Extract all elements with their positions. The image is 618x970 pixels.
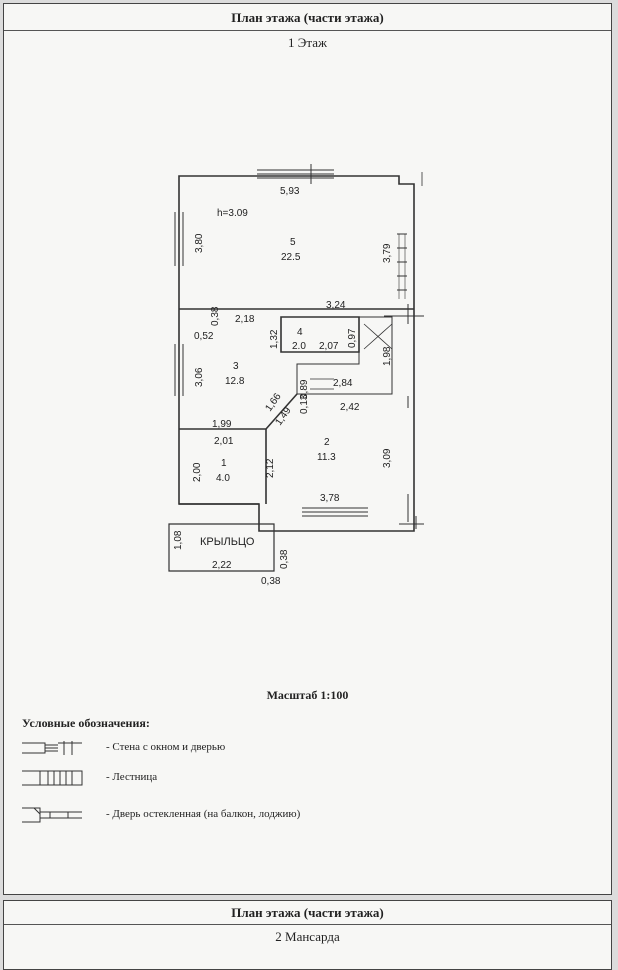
dim-label: 2,07: [319, 341, 339, 352]
room-area: 4.0: [216, 473, 230, 484]
dim-label: 0,89: [299, 379, 310, 399]
room-area: 12.8: [225, 376, 245, 387]
dim-label: 0,52: [194, 331, 214, 342]
glazed-door-icon: [22, 807, 82, 823]
plan-sheet-1: План этажа (части этажа) 1 Этаж: [3, 3, 612, 895]
dim-label: 3,79: [382, 243, 393, 263]
dim-label: 1,08: [173, 530, 184, 550]
floor-plan-drawing: 5,93 h=3.09 3,80 3,79 5 22.5 3,24 2,18 0…: [168, 164, 424, 587]
dim-label: 1,49: [273, 405, 293, 428]
legend-label: - Лестница: [106, 771, 158, 783]
porch-label: КРЫЛЬЦО: [200, 536, 255, 548]
legend-title: Условные обозначения:: [22, 716, 150, 730]
legend-item-wall: - Стена с окном и дверью: [20, 737, 225, 759]
floor-label: 1 Этаж: [288, 35, 327, 50]
dim-label: 2,18: [235, 314, 255, 325]
dim-label: 2,84: [333, 378, 353, 389]
dim-label: 1,99: [212, 419, 232, 430]
dim-label: 3,24: [326, 300, 346, 311]
wall-window-door-icon: [22, 741, 82, 755]
dim-label: 0,38: [210, 306, 221, 326]
dim-label: 3,09: [382, 448, 393, 468]
plan-sheet-2: План этажа (части этажа) 2 Мансарда: [3, 900, 612, 970]
dim-label: 2,00: [192, 462, 203, 482]
dim-label: 3,80: [194, 233, 205, 253]
dim-label: 5,93: [280, 186, 300, 197]
room-area: 11.3: [317, 452, 336, 463]
room-area: 2.0: [292, 341, 306, 352]
dim-label: 2,42: [340, 402, 360, 413]
dim-label: 0,38: [261, 576, 281, 587]
dim-label: 0,97: [347, 328, 358, 348]
room-number: 4: [297, 327, 303, 338]
dim-label: 0,13: [299, 394, 310, 414]
dim-label: 0,38: [279, 549, 290, 569]
floor-label: 2 Мансарда: [275, 929, 340, 944]
legend-item-stairs: - Лестница: [20, 767, 157, 789]
dim-label: 1,32: [269, 329, 280, 349]
dim-label: 2,22: [212, 560, 232, 571]
divider: [4, 924, 611, 925]
legend-label: - Стена с окном и дверью: [106, 741, 226, 753]
room-area: 22.5: [281, 252, 301, 263]
room-number: 2: [324, 437, 330, 448]
ceiling-height: h=3.09: [217, 208, 248, 219]
sheet-title: План этажа (части этажа): [231, 905, 384, 920]
divider: [4, 30, 611, 31]
legend-label: - Дверь остекленная (на балкон, лоджию): [106, 808, 301, 820]
room-number: 1: [221, 458, 227, 469]
dim-label: 3,06: [194, 367, 205, 387]
room-number: 3: [233, 361, 239, 372]
dim-label: 3,78: [320, 493, 340, 504]
room-number: 5: [290, 237, 296, 248]
sheet-title: План этажа (части этажа): [231, 10, 384, 25]
dim-label: 2,12: [265, 458, 276, 478]
dim-label: 2,01: [214, 436, 234, 447]
scale-label: Масштаб 1:100: [266, 688, 349, 702]
stairs-icon: [22, 770, 83, 786]
legend-item-glazed-door: - Дверь остекленная (на балкон, лоджию): [20, 804, 300, 826]
dim-label: 1,98: [382, 346, 393, 366]
